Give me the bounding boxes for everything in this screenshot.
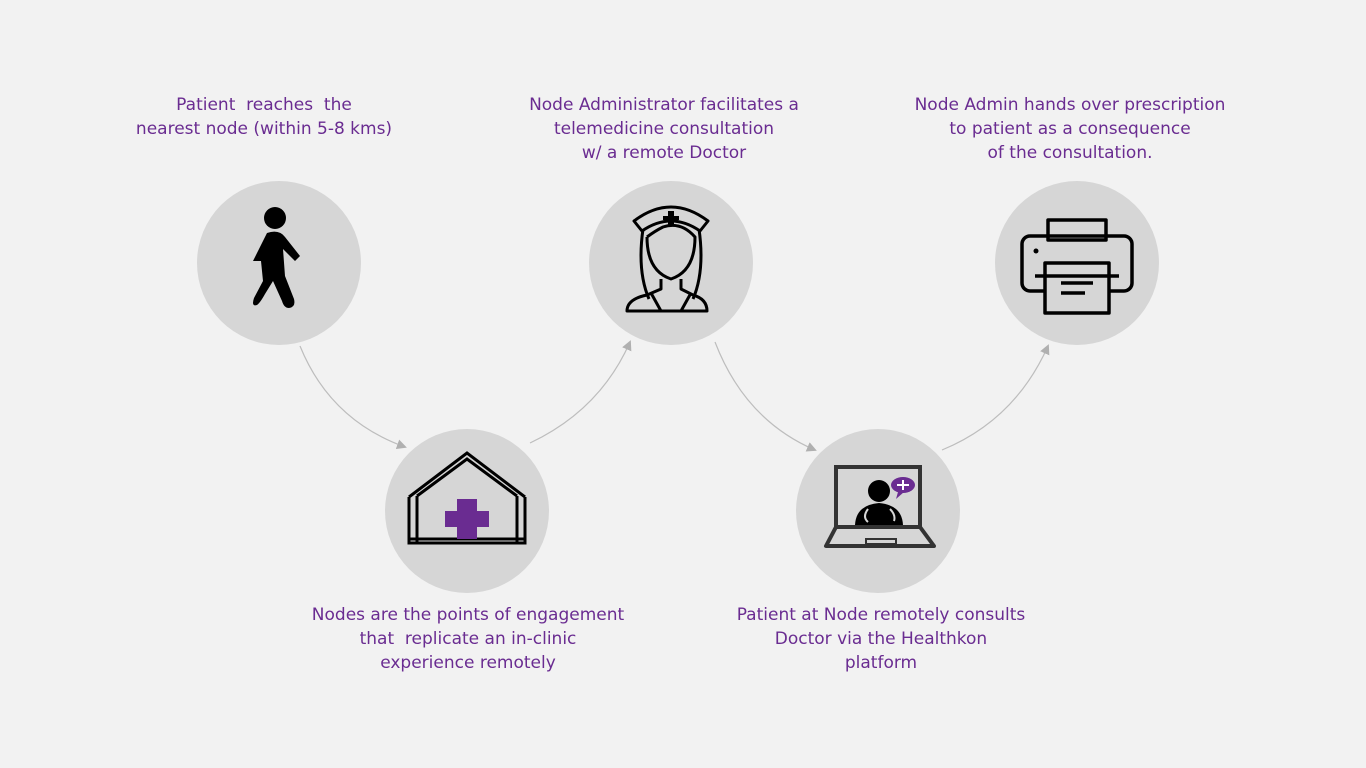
caption-line: w/ a remote Doctor [581,143,747,163]
caption-line: experience remotely [380,653,556,673]
caption-line: Patient reaches the [176,95,352,115]
arrow-1-to-2 [299,345,407,449]
caption-line: nearest node (within 5-8 kms) [135,119,393,139]
caption-line: Doctor via the Healthkon [774,629,988,649]
caption-line: Nodes are the points of engagement [311,605,625,625]
caption-line: Node Admin hands over prescription [914,95,1226,115]
step-3-caption: Node Administrator facilitates a telemed… [464,93,864,165]
step-5-circle [995,181,1159,345]
arrow-3-to-4 [714,341,817,452]
caption-line: platform [844,653,918,673]
caption-line: to patient as a consequence [949,119,1191,139]
step-1-caption: Patient reaches the nearest node (within… [64,93,464,141]
printer-icon [1020,218,1134,315]
step-2-circle [385,429,549,593]
clinic-building-icon [407,451,527,545]
caption-line: Node Administrator facilitates a [529,95,799,115]
step-5-caption: Node Admin hands over prescription to pa… [870,93,1270,165]
arrow-2-to-3 [529,340,632,444]
step-4-caption: Patient at Node remotely consults Doctor… [681,603,1081,675]
caption-line: of the consultation. [987,143,1153,163]
laptop-doctor-icon [824,465,936,548]
step-3-circle [589,181,753,345]
step-2-caption: Nodes are the points of engagement that … [268,603,668,675]
caption-line: that replicate an in-clinic [359,629,577,649]
arrow-4-to-5 [941,344,1050,451]
caption-line: telemedicine consultation [553,119,775,139]
step-4-circle [796,429,960,593]
step-1-circle [197,181,361,345]
caption-line: Patient at Node remotely consults [736,605,1026,625]
nurse-icon [625,205,710,313]
walking-person-icon [253,207,300,308]
